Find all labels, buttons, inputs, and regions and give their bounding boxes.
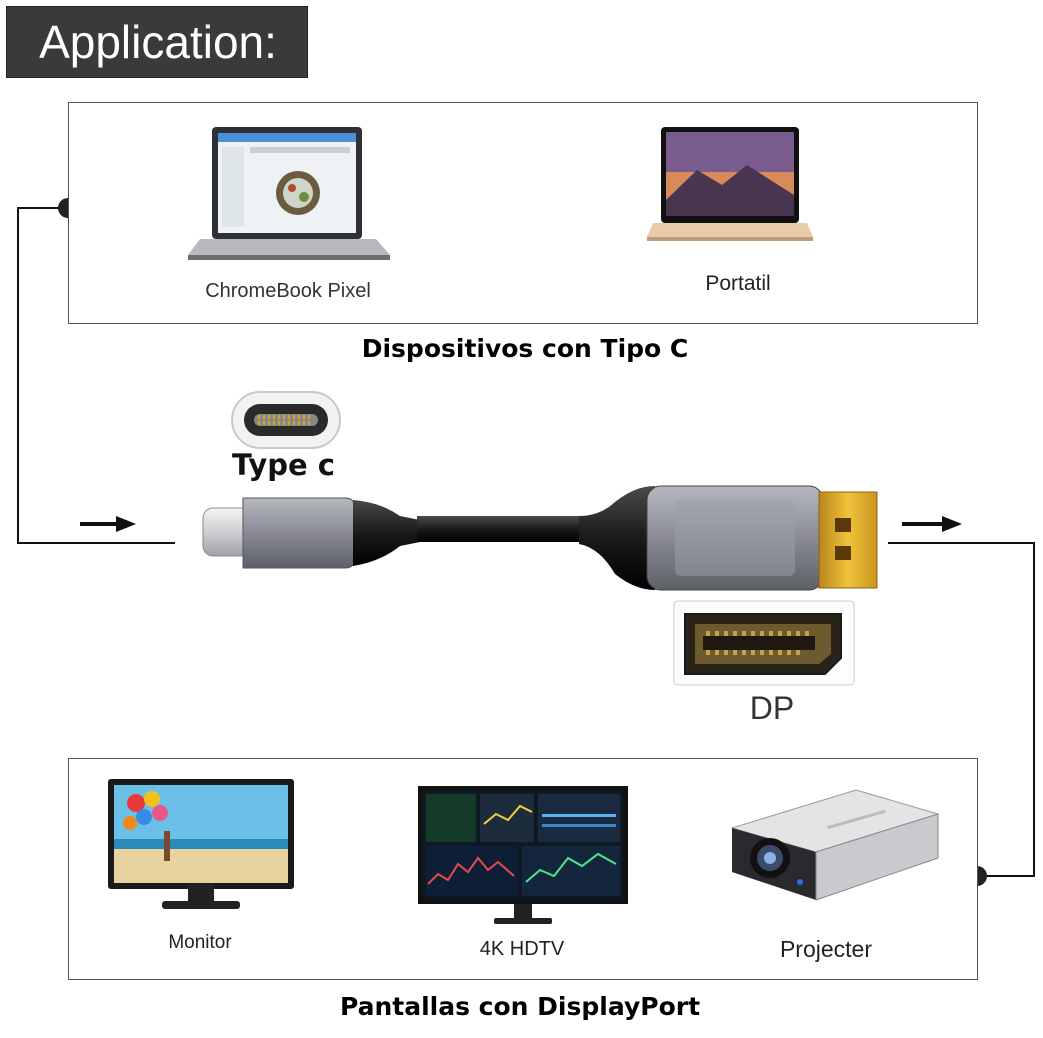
laptop-icon <box>188 127 390 260</box>
title-box: Application: <box>6 6 308 78</box>
device-label: ChromeBook Pixel <box>205 280 371 302</box>
usbc-to-dp-cable <box>202 485 878 591</box>
dp-label: DP <box>749 690 795 726</box>
device-label: Projecter <box>779 936 873 962</box>
tv-icon <box>418 786 628 924</box>
page-title: Application: <box>39 16 277 68</box>
laptop-icon <box>647 127 813 241</box>
source-caption: Dispositivos con Tipo C <box>361 334 689 363</box>
device-label: Monitor <box>168 932 232 953</box>
display-caption: Pantallas con DisplayPort <box>339 992 701 1021</box>
monitor-icon <box>108 779 294 909</box>
typec-label: Type c <box>232 448 335 482</box>
typec-port-icon <box>231 391 341 449</box>
arrow-right-icon <box>80 516 136 532</box>
arrow-right-icon <box>902 516 962 532</box>
dp-port-icon <box>673 600 855 686</box>
device-label: Portatil <box>705 272 771 295</box>
device-label: 4K HDTV <box>479 938 565 960</box>
projector-icon <box>730 789 940 901</box>
